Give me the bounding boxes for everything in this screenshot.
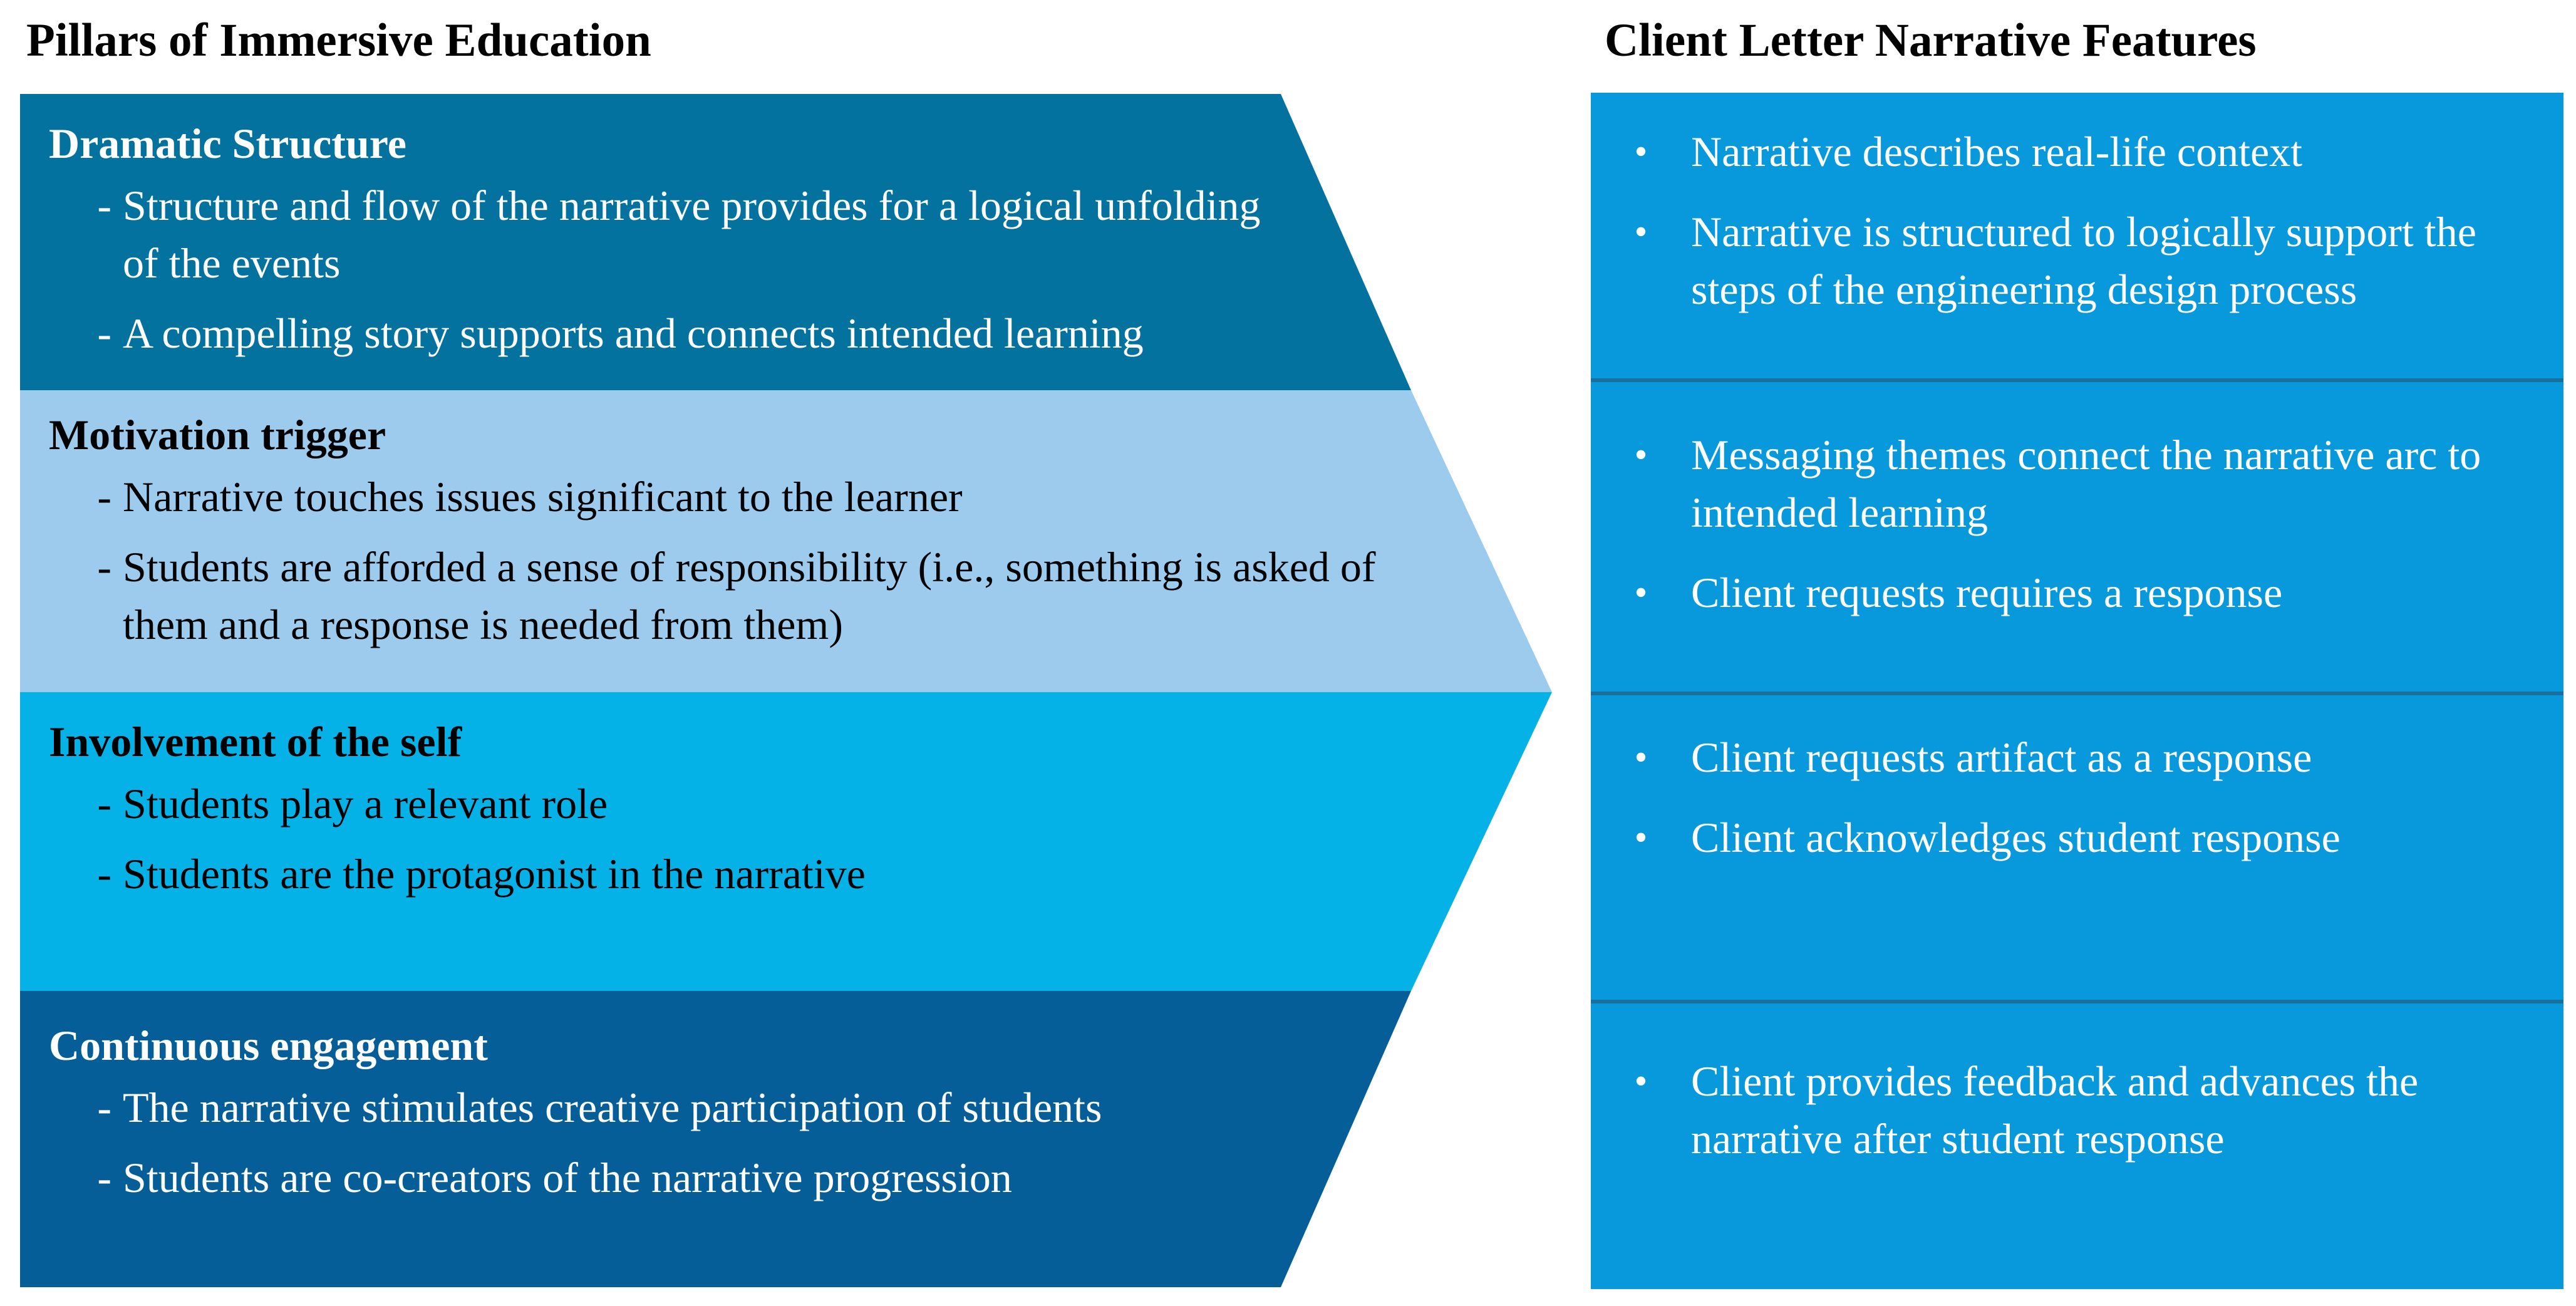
- pillar-item-text: Students are the protagonist in the narr…: [123, 850, 866, 898]
- pillar-title: Motivation trigger: [49, 411, 386, 459]
- pillar-item-text: Students play a relevant role: [123, 780, 608, 828]
- right-heading: Client Letter Narrative Features: [1605, 14, 2257, 66]
- feature-item-text: Client acknowledges student response: [1691, 814, 2341, 861]
- pillar-item: - A compelling story supports and connec…: [49, 304, 1270, 362]
- pillar-title: Dramatic Structure: [49, 120, 406, 167]
- bullet-marker: •: [1634, 572, 1648, 613]
- dash-marker: -: [97, 473, 111, 521]
- feature-item-text: Client requests requires a response: [1691, 569, 2283, 616]
- pillar-item-text: Structure and flow of the narrative prov…: [123, 182, 1261, 288]
- pillar-item-text: Narrative touches issues significant to …: [123, 473, 963, 521]
- feature-item: • Messaging themes connect the narrative…: [1591, 426, 2568, 541]
- pillar-item: - The narrative stimulates creative part…: [49, 1079, 1270, 1136]
- pillar-shape-continuous: [20, 991, 1411, 1287]
- pillar-shape-involvement: [20, 692, 1552, 991]
- pillar-title: Continuous engagement: [49, 1022, 488, 1069]
- feature-group-1: • Narrative describes real-life context …: [1591, 123, 2568, 341]
- bullet-marker: •: [1634, 131, 1648, 172]
- pillar-item: - Structure and flow of the narrative pr…: [49, 177, 1270, 292]
- pillar-motivation-trigger: Motivation trigger - Narrative touches i…: [49, 410, 1427, 666]
- feature-item-text: Messaging themes connect the narrative a…: [1691, 431, 2481, 536]
- bullet-marker: •: [1634, 737, 1648, 778]
- feature-item: • Client provides feedback and advances …: [1591, 1052, 2568, 1168]
- feature-group-4: • Client provides feedback and advances …: [1591, 1052, 2568, 1190]
- bullet-marker: •: [1634, 817, 1648, 858]
- bullet-marker: •: [1634, 211, 1648, 252]
- feature-item: • Client acknowledges student response: [1591, 809, 2568, 866]
- feature-item-text: Client provides feedback and advances th…: [1691, 1057, 2419, 1163]
- feature-item: • Client requests requires a response: [1591, 564, 2568, 621]
- feature-group-3: • Client requests artifact as a response…: [1591, 728, 2568, 889]
- dash-marker: -: [97, 1084, 111, 1132]
- feature-group-2: • Messaging themes connect the narrative…: [1591, 426, 2568, 644]
- features-divider-2: [1591, 692, 2563, 695]
- pillar-item: - Narrative touches issues significant t…: [49, 468, 1395, 526]
- pillar-item-text: A compelling story supports and connects…: [123, 309, 1144, 358]
- pillar-title: Involvement of the self: [49, 718, 462, 765]
- pillar-item: - Students are co-creators of the narrat…: [49, 1149, 1270, 1206]
- feature-item-text: Narrative is structured to logically sup…: [1691, 208, 2476, 313]
- pillar-item-text: Students are afforded a sense of respons…: [123, 543, 1376, 649]
- dash-marker: -: [97, 182, 111, 230]
- pillar-item: - Students are afforded a sense of respo…: [49, 538, 1395, 653]
- features-divider-3: [1591, 1000, 2563, 1003]
- dash-marker: -: [97, 309, 111, 358]
- bullet-marker: •: [1634, 434, 1648, 475]
- left-heading: Pillars of Immersive Education: [26, 14, 651, 66]
- pillar-shape-dramatic: [20, 94, 1411, 390]
- pillar-item-text: The narrative stimulates creative partic…: [123, 1084, 1102, 1132]
- dash-marker: -: [97, 780, 111, 828]
- feature-item: • Client requests artifact as a response: [1591, 728, 2568, 786]
- pillar-involvement-of-self: Involvement of the self - Students play …: [49, 717, 1427, 915]
- dash-marker: -: [97, 850, 111, 898]
- pillar-dramatic-structure: Dramatic Structure - Structure and flow …: [49, 119, 1427, 375]
- dash-marker: -: [97, 1154, 111, 1202]
- bullet-marker: •: [1634, 1060, 1648, 1102]
- dash-marker: -: [97, 543, 111, 591]
- features-panel: [1591, 93, 2563, 1289]
- feature-item: • Narrative is structured to logically s…: [1591, 203, 2568, 318]
- pillar-item: - Students play a relevant role: [49, 775, 1364, 832]
- pillar-shape-motivation: [20, 390, 1552, 692]
- features-divider-1: [1591, 378, 2563, 382]
- feature-item-text: Client requests artifact as a response: [1691, 733, 2312, 781]
- pillar-item: - Students are the protagonist in the na…: [49, 845, 1364, 903]
- pillar-continuous-engagement: Continuous engagement - The narrative st…: [49, 1021, 1427, 1219]
- pillar-item-text: Students are co-creators of the narrativ…: [123, 1154, 1012, 1202]
- feature-item-text: Narrative describes real-life context: [1691, 128, 2303, 175]
- feature-item: • Narrative describes real-life context: [1591, 123, 2568, 180]
